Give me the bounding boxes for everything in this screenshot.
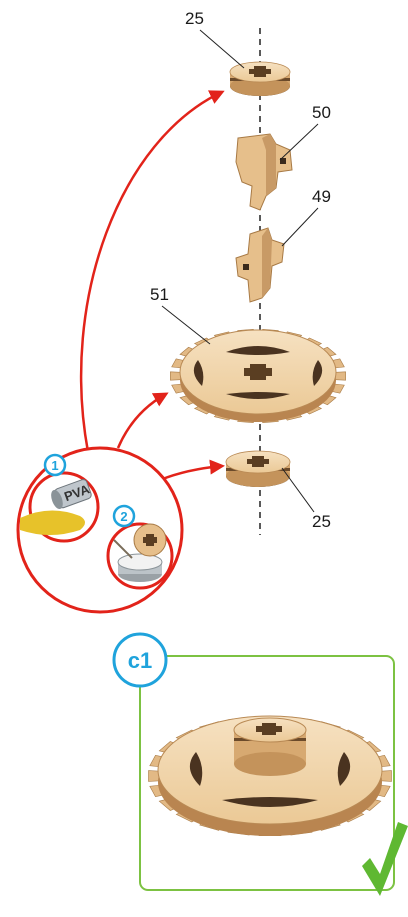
part-label-bottom-spacer: 25 [312,512,331,531]
step-badge-c1: c1 [112,632,168,688]
step-badge-c1-label: c1 [128,648,152,673]
glue-bottle-icon: PVA [51,479,92,510]
part-label-cross-49: 49 [312,187,331,206]
glue-arrow-gear [116,392,169,449]
leader-bottom-spacer [281,467,315,513]
result-panel-frame [139,655,395,891]
check-mark-icon [362,822,408,896]
step2-number: 2 [120,509,127,524]
top-spacer-disc [229,61,291,96]
assembled-gear [148,715,392,836]
small-gear-icon [133,523,167,557]
cross-piece-50 [235,133,293,211]
cross-piece-49 [235,227,285,303]
leader-cross-50 [279,123,319,161]
part-label-top-spacer: 25 [185,9,204,28]
large-gear-51 [170,328,346,424]
step1-badge: 1 [43,453,67,477]
leader-cross-49 [281,207,319,247]
glue-dish-icon [113,539,163,582]
glue-blob [20,510,85,535]
leader-top-spacer [199,29,245,69]
leader-gear-51 [161,305,211,345]
step2-badge: 2 [112,504,136,528]
bottom-spacer-disc [225,450,291,487]
glue-arrow-top [80,90,225,453]
glue-arrow-bottom [159,459,225,482]
step1-number: 1 [51,458,58,473]
glue-callout: PVA 1 2 [16,446,184,614]
part-label-cross-50: 50 [312,103,331,122]
part-label-gear-51: 51 [150,285,169,304]
